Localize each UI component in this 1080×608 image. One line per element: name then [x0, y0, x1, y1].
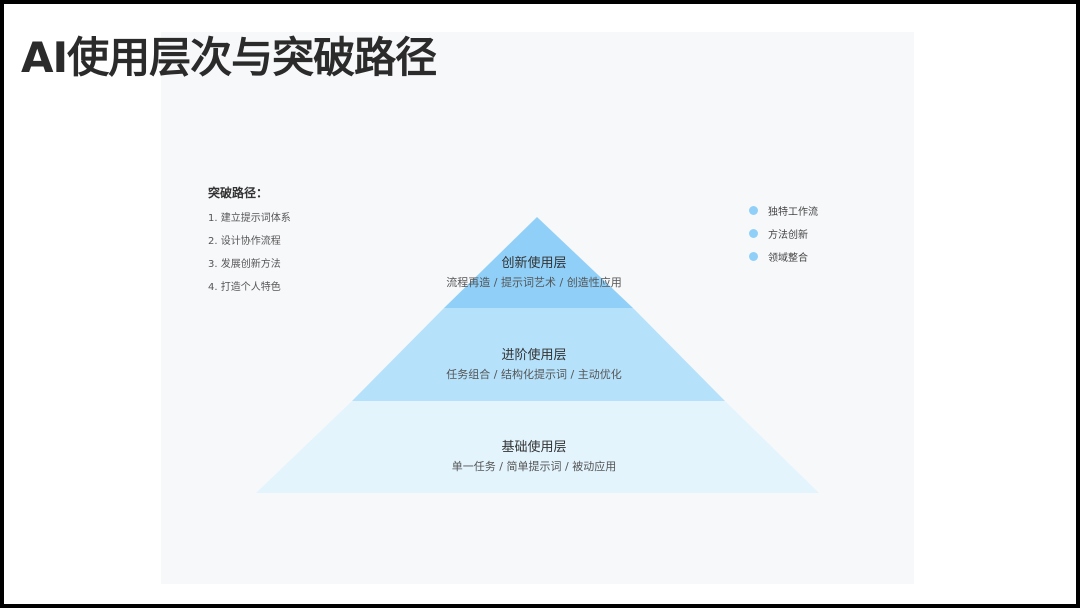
- tier-name: 进阶使用层: [501, 348, 567, 363]
- pyramid-tier-base: [256, 401, 819, 493]
- legend-dot-icon: [749, 229, 758, 238]
- tier-desc: 流程再造 / 提示词艺术 / 创造性应用: [446, 276, 622, 289]
- pyramid-tier-top: [444, 217, 633, 308]
- slide-title: AI使用层次与突破路径: [21, 33, 437, 82]
- breakthrough-item: 2. 设计协作流程: [208, 236, 281, 247]
- legend-item: 独特工作流: [749, 199, 818, 222]
- legend-label: 独特工作流: [768, 207, 818, 218]
- breakthrough-heading: 突破路径：: [208, 186, 269, 200]
- tier-label-base: 基础使用层 单一任务 / 简单提示词 / 被动应用: [384, 440, 684, 475]
- tier-name: 基础使用层: [501, 440, 567, 455]
- breakthrough-list: 1. 建立提示词体系 2. 设计协作流程 3. 发展创新方法 4. 打造个人特色: [208, 212, 291, 304]
- tier-desc: 单一任务 / 简单提示词 / 被动应用: [451, 460, 617, 473]
- legend-dot-icon: [749, 206, 758, 215]
- legend: 独特工作流 方法创新 领域整合: [749, 199, 818, 268]
- breakthrough-item: 4. 打造个人特色: [208, 282, 281, 293]
- legend-item: 方法创新: [749, 222, 818, 245]
- tier-label-top: 创新使用层 流程再造 / 提示词艺术 / 创造性应用: [384, 256, 684, 291]
- pyramid-tier-middle: [352, 308, 725, 401]
- legend-dot-icon: [749, 252, 758, 261]
- legend-label: 方法创新: [768, 230, 808, 241]
- tier-label-middle: 进阶使用层 任务组合 / 结构化提示词 / 主动优化: [384, 348, 684, 383]
- breakthrough-path-box: 突破路径： 1. 建立提示词体系 2. 设计协作流程 3. 发展创新方法 4. …: [208, 184, 291, 304]
- tier-desc: 任务组合 / 结构化提示词 / 主动优化: [446, 368, 622, 381]
- pyramid-diagram: [256, 217, 819, 493]
- legend-label: 领域整合: [768, 253, 808, 264]
- breakthrough-item: 3. 发展创新方法: [208, 259, 281, 270]
- legend-item: 领域整合: [749, 245, 818, 268]
- breakthrough-item: 1. 建立提示词体系: [208, 213, 291, 224]
- tier-name: 创新使用层: [501, 256, 567, 271]
